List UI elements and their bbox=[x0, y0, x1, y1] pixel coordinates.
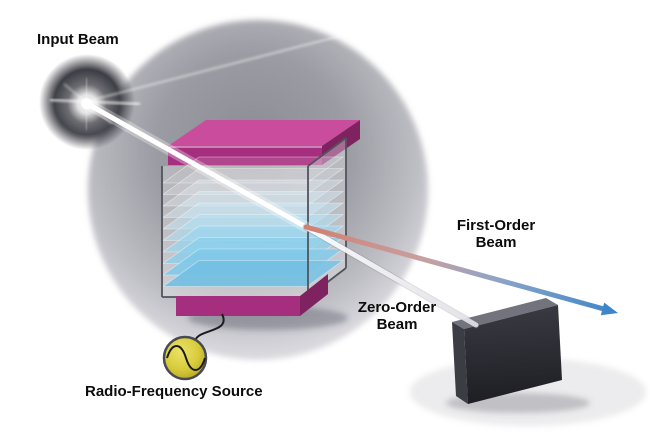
block-top-face bbox=[452, 298, 558, 329]
first-order-beam-label: First-Order Beam bbox=[437, 217, 555, 252]
bottom-cap-side-face bbox=[300, 274, 328, 316]
acoustic-wave-layer bbox=[161, 156, 345, 184]
zero-order-beam-label: Zero-Order Beam bbox=[344, 299, 450, 334]
light-source-flare bbox=[49, 70, 141, 138]
cap-top-face bbox=[168, 120, 360, 146]
block-front-face bbox=[464, 305, 562, 404]
zero-order-beam-ray bbox=[303, 224, 479, 328]
sine-wave-icon bbox=[166, 345, 206, 371]
rf-source-label: Radio-Frequency Source bbox=[85, 383, 263, 400]
flare-ray-horizontal bbox=[49, 99, 141, 105]
block-left-face bbox=[452, 322, 468, 404]
first-order-beam-ray bbox=[303, 224, 607, 312]
first-order-beam-label-line1: First-Order bbox=[456, 217, 536, 234]
beam-block bbox=[452, 298, 562, 404]
acoustic-wave-layer bbox=[161, 168, 345, 195]
zero-order-beam-label-line2: Beam bbox=[376, 316, 418, 334]
input-beam-ray bbox=[83, 100, 309, 230]
zero-order-beam-label-line1: Zero-Order bbox=[357, 299, 437, 316]
cap-front-face bbox=[168, 146, 322, 165]
glass-right-face bbox=[308, 138, 346, 297]
beams bbox=[80, 4, 618, 329]
acoustic-wave-layers bbox=[161, 156, 345, 287]
light-core bbox=[81, 98, 93, 110]
bottom-cap-front-face bbox=[176, 296, 300, 316]
first-order-beam-label-line2: Beam bbox=[475, 234, 517, 252]
crystal-bottom-electrode bbox=[176, 274, 328, 316]
stray-reflection-beam bbox=[91, 4, 461, 101]
first-order-arrowhead bbox=[600, 302, 618, 316]
input-beam-label: Input Beam bbox=[37, 31, 119, 48]
rf-source-icon bbox=[162, 335, 208, 381]
acoustic-wave-layer bbox=[161, 260, 345, 287]
